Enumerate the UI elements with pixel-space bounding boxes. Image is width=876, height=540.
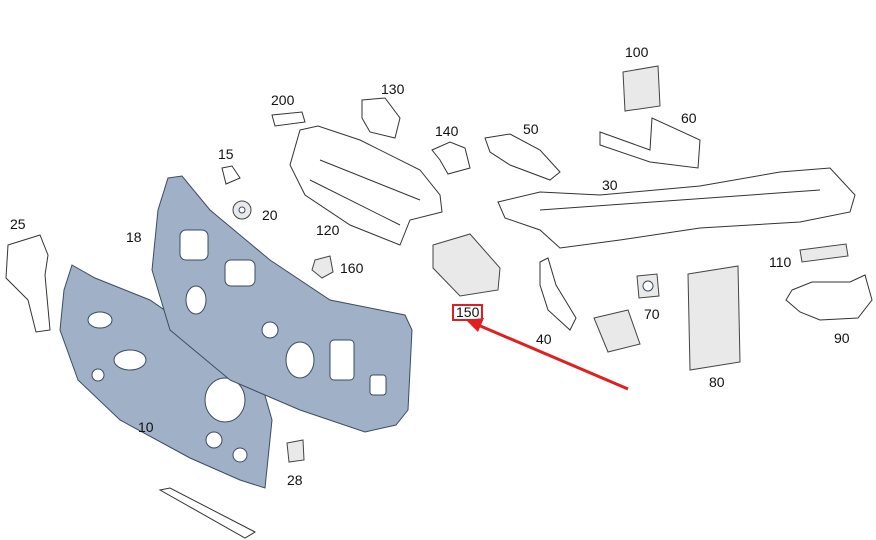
part-foam-block-shape[interactable] bbox=[593, 309, 641, 353]
part-bottom-strip-shape[interactable] bbox=[158, 487, 257, 539]
part-40-shape[interactable] bbox=[539, 257, 577, 331]
part-140-shape[interactable] bbox=[431, 141, 471, 175]
label-part-20[interactable]: 20 bbox=[262, 207, 278, 223]
label-part-10[interactable]: 10 bbox=[138, 419, 154, 435]
part-30-shape[interactable] bbox=[497, 167, 856, 249]
label-part-130[interactable]: 130 bbox=[381, 81, 405, 97]
label-part-50[interactable]: 50 bbox=[523, 121, 539, 137]
part-25-shape[interactable] bbox=[5, 234, 51, 333]
part-200-shape[interactable] bbox=[271, 111, 306, 127]
part-10-shape[interactable] bbox=[59, 264, 273, 489]
label-part-30[interactable]: 30 bbox=[602, 177, 618, 193]
part-150-shape[interactable] bbox=[432, 233, 501, 297]
highlight-arrowhead bbox=[466, 318, 484, 332]
part-100-shape[interactable] bbox=[622, 65, 661, 112]
label-part-15[interactable]: 15 bbox=[218, 146, 234, 162]
part-50-shape[interactable] bbox=[484, 133, 561, 181]
label-part-160[interactable]: 160 bbox=[340, 260, 364, 276]
label-part-90[interactable]: 90 bbox=[834, 330, 850, 346]
label-part-140[interactable]: 140 bbox=[435, 123, 459, 139]
label-part-60[interactable]: 60 bbox=[681, 110, 697, 126]
part-15-shape[interactable] bbox=[221, 165, 241, 185]
label-part-200[interactable]: 200 bbox=[271, 92, 295, 108]
label-part-18[interactable]: 18 bbox=[126, 229, 142, 245]
label-part-40[interactable]: 40 bbox=[536, 331, 552, 347]
part-80-shape[interactable] bbox=[687, 265, 741, 371]
label-part-80[interactable]: 80 bbox=[709, 374, 725, 390]
label-part-28[interactable]: 28 bbox=[287, 472, 303, 488]
part-160-shape[interactable] bbox=[311, 255, 334, 279]
label-part-100[interactable]: 100 bbox=[625, 44, 649, 60]
part-110-shape[interactable] bbox=[799, 243, 849, 263]
label-part-70[interactable]: 70 bbox=[644, 306, 660, 322]
part-28-shape[interactable] bbox=[286, 439, 305, 463]
part-130-shape[interactable] bbox=[361, 97, 401, 139]
label-part-110[interactable]: 110 bbox=[769, 254, 792, 270]
label-part-150-highlighted[interactable]: 150 bbox=[452, 304, 484, 321]
label-part-120[interactable]: 120 bbox=[316, 222, 340, 238]
highlight-arrow bbox=[477, 323, 629, 391]
part-60-shape[interactable] bbox=[599, 117, 701, 169]
label-part-25[interactable]: 25 bbox=[10, 216, 26, 232]
part-90-shape[interactable] bbox=[785, 274, 873, 321]
part-120-shape[interactable] bbox=[289, 125, 443, 246]
